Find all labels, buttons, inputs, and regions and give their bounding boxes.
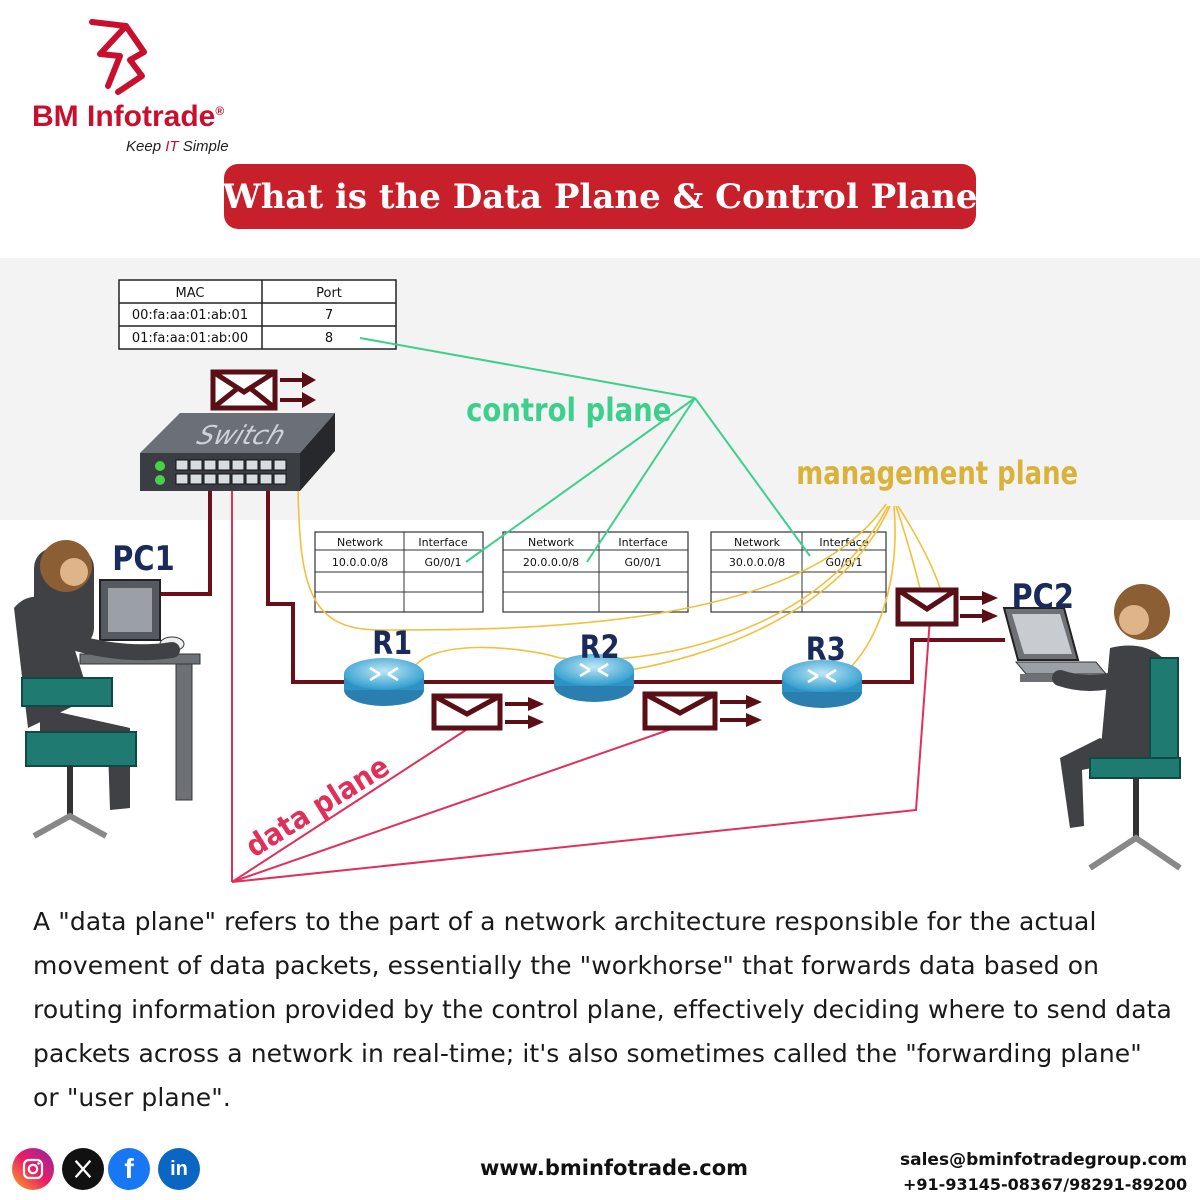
network-diagram: MAC Port 00:fa:aa:01:ab:01 7 01:fa:aa:01… — [0, 258, 1200, 883]
x-icon[interactable] — [62, 1148, 104, 1190]
envelope-icon — [895, 587, 998, 627]
website-link[interactable]: www.bminfotrade.com — [480, 1156, 749, 1180]
phone-number[interactable]: +91-93145-08367/98291-89200 — [903, 1175, 1188, 1194]
rt-header: Network — [337, 536, 384, 549]
pc1-user-illustration — [14, 540, 201, 839]
control-plane-lines — [359, 337, 811, 563]
data-plane-label: data plane — [240, 749, 396, 864]
port-cell: 7 — [325, 308, 333, 323]
switch-label: Switch — [193, 421, 290, 451]
port-header: Port — [316, 286, 342, 301]
title-banner: What is the Data Plane & Control Plane — [222, 164, 978, 229]
routing-table-r2: Network Interface 20.0.0.0/8 G0/0/1 — [502, 531, 689, 613]
switch-device: Switch — [140, 413, 335, 491]
pc2-user-illustration — [1002, 584, 1182, 871]
brand-name: BM Infotrade® — [32, 100, 225, 133]
routing-table-r3: Network Interface 30.0.0.0/8 G0/0/1 — [710, 531, 887, 613]
rt-header: Interface — [819, 536, 868, 549]
rt-cell: G0/0/1 — [826, 556, 863, 569]
mac-header: MAC — [176, 286, 205, 301]
network-links — [160, 490, 1005, 684]
rt-cell: 20.0.0.0/8 — [523, 556, 579, 569]
mac-cell: 00:fa:aa:01:ab:01 — [132, 308, 248, 323]
rt-header: Interface — [418, 536, 467, 549]
management-plane-label: management plane — [796, 454, 1078, 491]
pc2-label: PC2 — [1012, 578, 1074, 617]
description-text: A "data plane" refers to the part of a n… — [33, 907, 1172, 1112]
rt-cell: G0/0/1 — [625, 556, 662, 569]
routing-table-r1: Network Interface 10.0.0.0/8 G0/0/1 — [314, 531, 484, 613]
rt-header: Interface — [618, 536, 667, 549]
rt-cell: G0/0/1 — [425, 556, 462, 569]
instagram-icon[interactable] — [12, 1148, 54, 1190]
router-icon — [344, 658, 424, 706]
rt-header: Network — [734, 536, 781, 549]
linkedin-icon[interactable]: in — [158, 1148, 200, 1190]
logo-mark-icon — [89, 19, 147, 95]
port-cell: 8 — [325, 331, 333, 346]
email-link[interactable]: sales@bminfotradegroup.com — [900, 1150, 1188, 1170]
facebook-icon[interactable]: f — [108, 1148, 150, 1190]
mac-table: MAC Port 00:fa:aa:01:ab:01 7 01:fa:aa:01… — [118, 279, 397, 350]
rt-cell: 10.0.0.0/8 — [332, 556, 388, 569]
r3-label: R3 — [806, 631, 846, 669]
envelope-icon — [210, 369, 316, 411]
rt-cell: 30.0.0.0/8 — [729, 556, 785, 569]
page-title: What is the Data Plane & Control Plane — [222, 176, 978, 217]
control-plane-label: control plane — [466, 392, 671, 430]
r2-label: R2 — [580, 629, 620, 667]
router-icon — [782, 660, 862, 708]
envelope-icon — [431, 693, 544, 731]
mac-cell: 01:fa:aa:01:ab:00 — [132, 331, 248, 346]
envelope-icon — [642, 691, 762, 731]
pc1-label: PC1 — [112, 540, 174, 579]
brand-tagline: Keep IT Simple — [126, 138, 229, 155]
r1-label: R1 — [372, 625, 412, 663]
rt-header: Network — [528, 536, 575, 549]
router-icon — [554, 654, 634, 702]
data-plane-lines — [231, 458, 931, 883]
